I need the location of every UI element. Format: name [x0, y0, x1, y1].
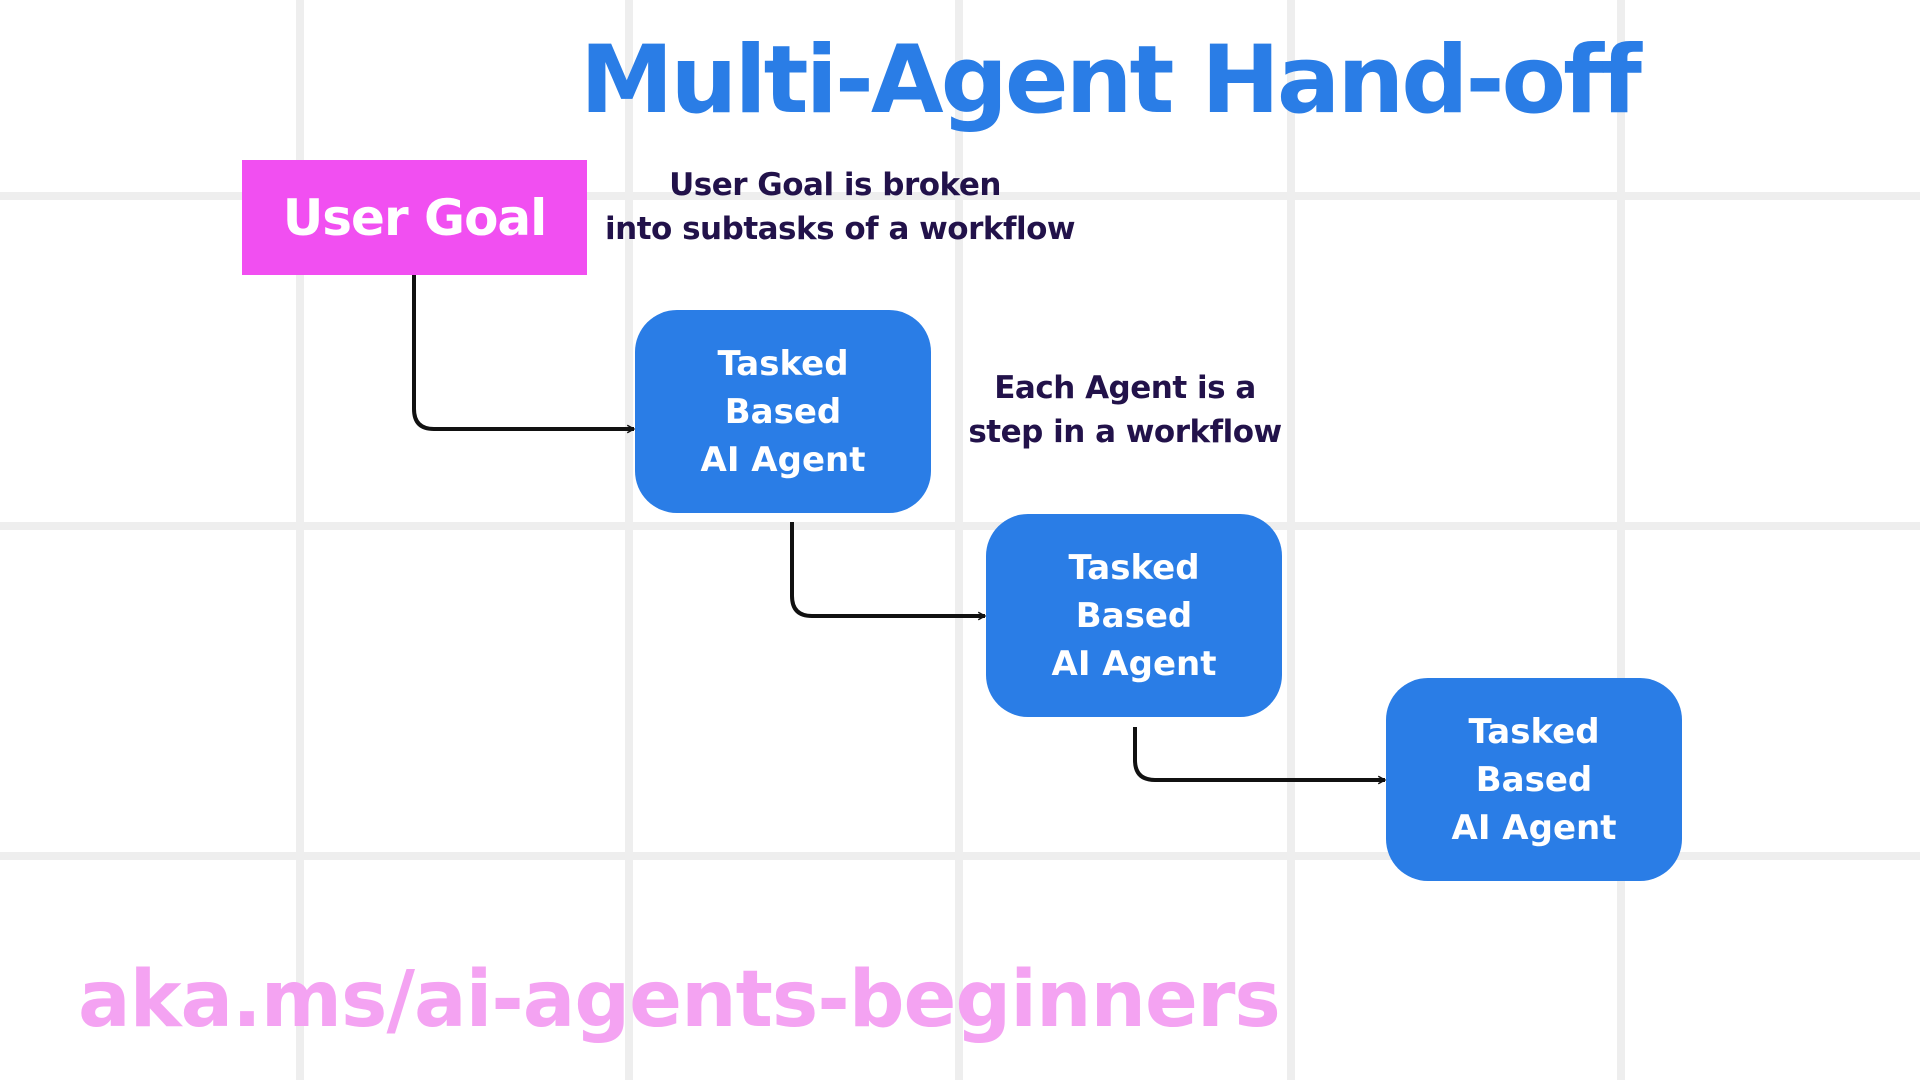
grid-line-horizontal	[0, 192, 1920, 200]
agent-label-line: Based	[1075, 595, 1193, 636]
grid-line-horizontal	[0, 852, 1920, 860]
grid-line-vertical	[1617, 0, 1625, 1080]
note-agent-step: Each Agent is a step in a workflow	[965, 366, 1285, 454]
footer-url: aka.ms/ai-agents-beginners	[78, 955, 1281, 1045]
agent-box-2: Tasked Based AI Agent	[986, 514, 1282, 717]
agent-label-line: Based	[1475, 759, 1593, 800]
grid-line-vertical	[625, 0, 633, 1080]
arrow-goal-to-agent-1	[412, 275, 634, 429]
note-breakdown-line: User Goal is broken	[669, 167, 1001, 203]
user-goal-box: User Goal	[242, 160, 587, 275]
arrow-agent-2-to-agent-3	[1133, 727, 1385, 780]
grid-line-vertical	[296, 0, 304, 1080]
agent-label-line: AI Agent	[700, 439, 866, 480]
page-title: Multi-Agent Hand-off	[580, 26, 1642, 135]
user-goal-label: User Goal	[282, 188, 548, 247]
note-breakdown-line: into subtasks of a workflow	[605, 211, 1076, 247]
agent-label-line: Tasked	[1468, 711, 1600, 752]
note-agent-step-line: step in a workflow	[968, 414, 1282, 450]
agent-label-line: Based	[724, 391, 842, 432]
grid-line-horizontal	[0, 522, 1920, 530]
agent-label-line: Tasked	[717, 343, 849, 384]
agent-box-1: Tasked Based AI Agent	[635, 310, 931, 513]
note-agent-step-line: Each Agent is a	[994, 370, 1256, 406]
note-breakdown: User Goal is broken into subtasks of a w…	[605, 163, 1076, 251]
agent-label-line: Tasked	[1068, 547, 1200, 588]
agent-box-3: Tasked Based AI Agent	[1386, 678, 1682, 881]
grid-line-vertical	[1287, 0, 1295, 1080]
agent-label-line: AI Agent	[1451, 807, 1617, 848]
grid-line-vertical	[955, 0, 963, 1080]
agent-label-line: AI Agent	[1051, 643, 1217, 684]
